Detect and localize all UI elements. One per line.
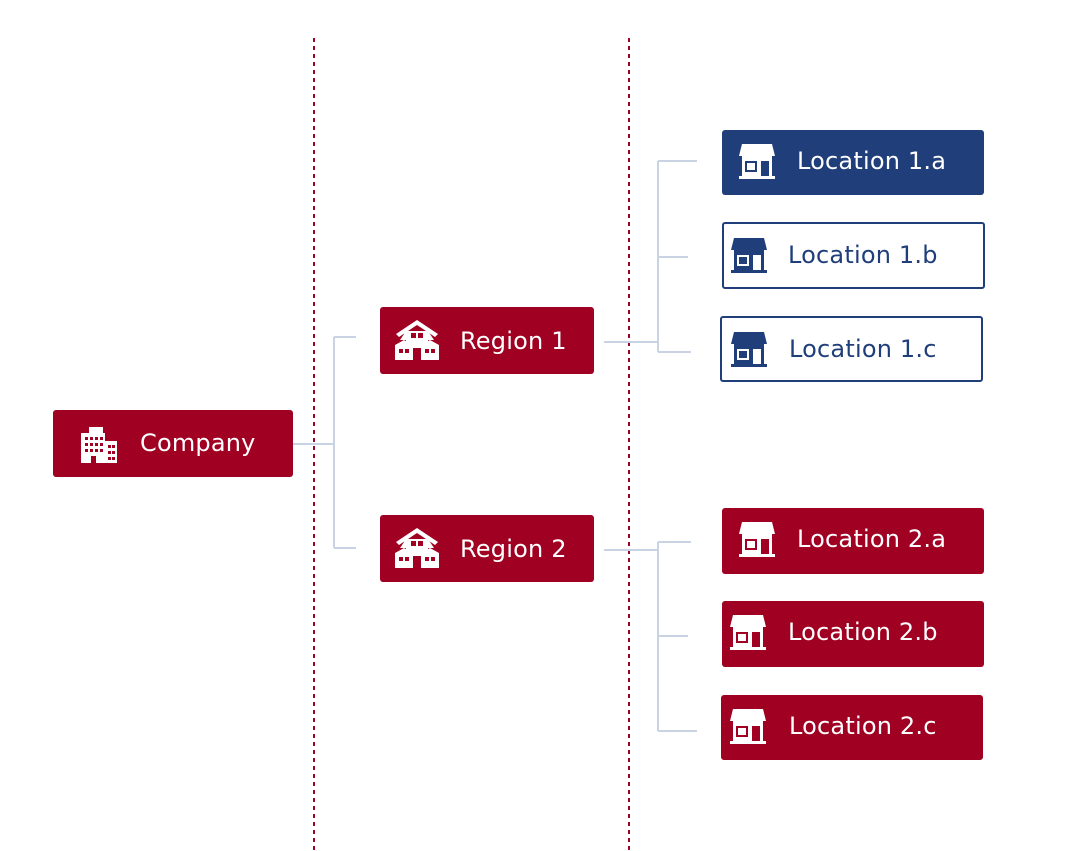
location-node[interactable]: Location 2.b xyxy=(722,601,984,667)
location-label: Location 1.b xyxy=(788,241,938,269)
location-node[interactable]: Location 2.c xyxy=(721,695,983,760)
storefront-icon xyxy=(731,332,767,367)
location-label: Location 1.c xyxy=(789,335,937,363)
location-label: Location 1.a xyxy=(797,147,947,175)
region-1-location-connector xyxy=(604,160,697,353)
region-label: Region 2 xyxy=(460,535,567,563)
location-label: Location 2.b xyxy=(788,618,938,646)
storefront-icon xyxy=(730,709,766,744)
location-label: Location 2.c xyxy=(789,712,937,740)
storefront-icon xyxy=(739,522,775,557)
region-2-location-connector xyxy=(604,541,697,732)
region-node[interactable]: Region 2 xyxy=(380,515,594,582)
location-node[interactable]: Location 1.c xyxy=(720,316,983,382)
company-node[interactable]: Company xyxy=(53,410,293,477)
houses-icon xyxy=(395,320,439,360)
storefront-icon xyxy=(730,615,766,650)
storefront-icon xyxy=(739,144,775,179)
region-label: Region 1 xyxy=(460,327,567,355)
office-building-icon xyxy=(81,427,117,463)
company-region-connector xyxy=(293,336,356,549)
location-label: Location 2.a xyxy=(797,525,947,553)
storefront-icon xyxy=(731,238,767,273)
location-node[interactable]: Location 2.a xyxy=(722,508,984,574)
houses-icon xyxy=(395,528,439,568)
location-node[interactable]: Location 1.b xyxy=(722,222,985,289)
location-node[interactable]: Location 1.a xyxy=(722,130,984,195)
region-node[interactable]: Region 1 xyxy=(380,307,594,374)
company-label: Company xyxy=(140,429,256,457)
